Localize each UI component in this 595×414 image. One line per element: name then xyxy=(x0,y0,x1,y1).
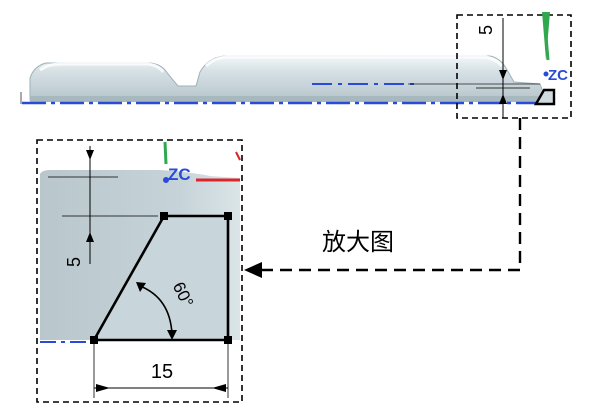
callout-connector xyxy=(244,118,522,278)
top-axis-label: ZC xyxy=(548,67,568,84)
detail-width-label: 15 xyxy=(151,361,173,383)
top-dimension-label: 5 xyxy=(476,25,496,35)
part-side-view xyxy=(20,55,552,105)
angle-arc xyxy=(139,285,173,335)
detail-height-label: 5 xyxy=(64,257,84,267)
detail-axis-label: ZC xyxy=(168,165,191,184)
top-groove-marker: ZC xyxy=(533,11,568,106)
part-highlight-left xyxy=(39,62,165,73)
detail-groove-cut xyxy=(94,216,228,340)
part-highlight-right xyxy=(204,55,504,68)
top-groove-shape xyxy=(533,88,556,106)
top-dimension-5: 5 xyxy=(476,18,530,118)
detail-view: 5 60° 15 ZC xyxy=(40,141,241,398)
detail-axis-green xyxy=(163,141,168,165)
callout-arrowhead xyxy=(244,262,262,278)
detail-view-box xyxy=(36,139,243,403)
detail-callout-box-top xyxy=(456,14,572,119)
detail-caption: 放大图 xyxy=(322,228,394,256)
part-underside xyxy=(30,96,546,102)
